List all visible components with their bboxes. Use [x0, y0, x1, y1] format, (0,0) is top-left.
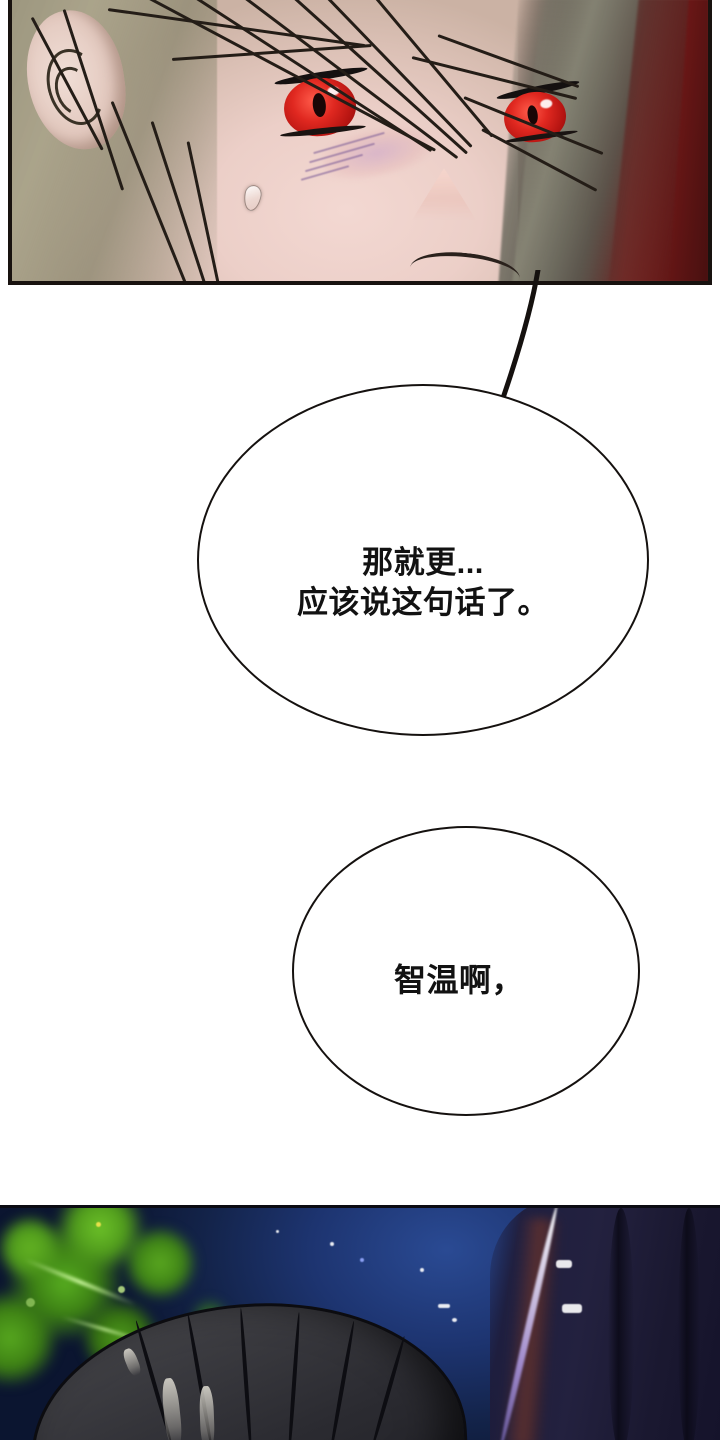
speech-bubble-1-text: 那就更... 应该说这句话了。 — [297, 543, 549, 622]
star — [276, 1230, 279, 1233]
spark — [26, 1298, 35, 1307]
right-eye-glint — [540, 98, 554, 110]
panel-top-artwork — [12, 0, 708, 281]
speech-bubble-2-line-1: 智温啊， — [393, 961, 524, 998]
robe-fold — [678, 1208, 700, 1440]
left-eye-pupil — [311, 92, 327, 118]
speech-bubble-1-line-1: 那就更... — [362, 545, 484, 581]
star — [360, 1258, 364, 1262]
panel-bottom — [0, 1205, 720, 1440]
highlight-speck — [562, 1304, 582, 1313]
star — [420, 1268, 424, 1272]
star — [330, 1242, 334, 1246]
speech-bubble-1-line-2: 应该说这句话了。 — [297, 585, 549, 620]
star — [452, 1318, 457, 1322]
robe-fold — [608, 1208, 634, 1440]
speech-bubble-2: 智温啊， — [292, 826, 640, 1116]
speech-bubble-1: 那就更... 应该说这句话了。 — [197, 384, 649, 736]
spark — [118, 1286, 125, 1293]
spark — [96, 1222, 101, 1227]
highlight-speck — [556, 1260, 572, 1268]
star-streak — [438, 1304, 450, 1308]
panel-top — [8, 0, 712, 285]
speech-bubble-2-text: 智温啊， — [394, 960, 524, 1001]
